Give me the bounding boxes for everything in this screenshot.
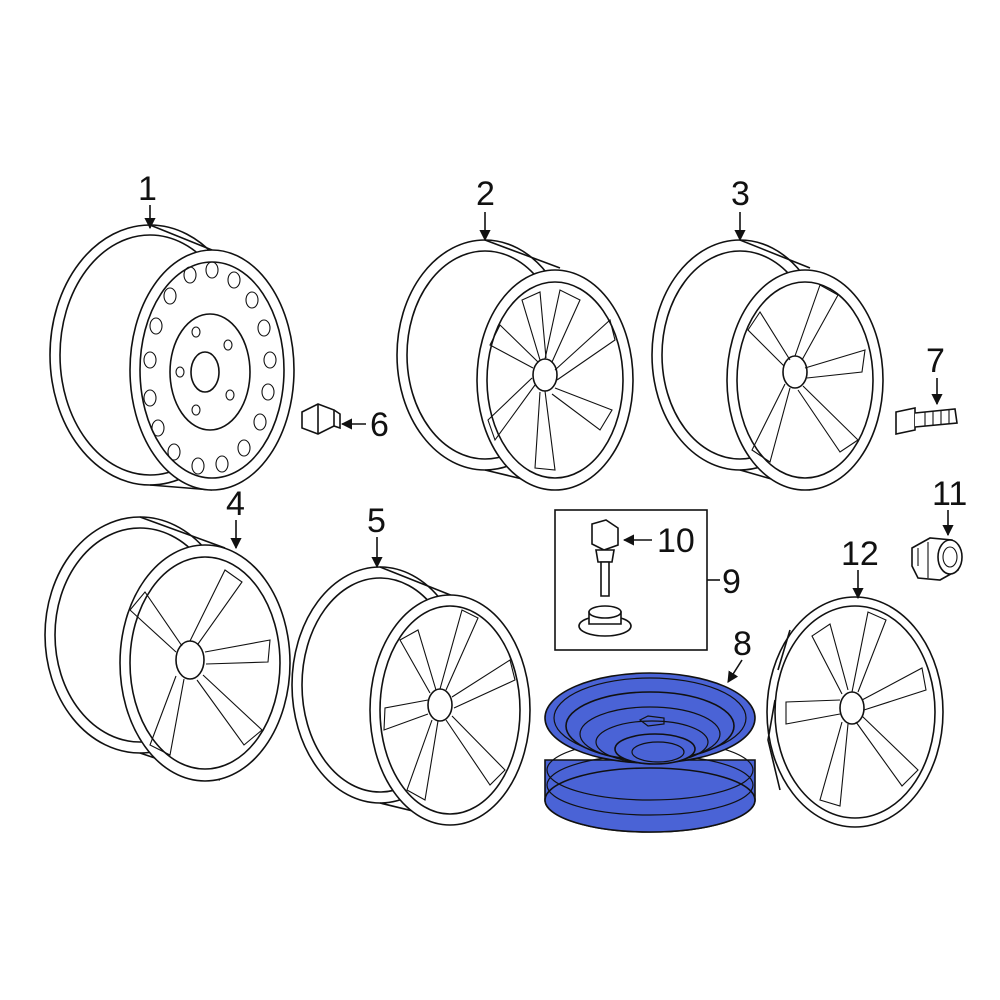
callout-11: 11 — [932, 475, 967, 513]
callout-1: 1 — [138, 170, 157, 208]
steel-wheel[interactable] — [49, 224, 295, 491]
callout-5: 5 — [367, 502, 386, 540]
callout-3: 3 — [731, 175, 750, 213]
alloy-wheel-5[interactable] — [291, 566, 531, 826]
center-cap[interactable] — [911, 537, 963, 581]
tpms-sensor-kit[interactable] — [554, 509, 708, 651]
callout-9: 9 — [722, 563, 741, 601]
spare-wheel[interactable] — [544, 672, 756, 833]
alloy-wheel-4[interactable] — [44, 516, 291, 782]
lug-nut[interactable] — [301, 403, 341, 435]
callout-12: 12 — [841, 535, 879, 573]
alloy-wheel-3[interactable] — [651, 239, 884, 491]
callout-8: 8 — [733, 625, 752, 663]
callout-6: 6 — [370, 406, 389, 444]
alloy-wheel-2[interactable] — [396, 239, 634, 491]
wheel-stud[interactable] — [895, 407, 958, 435]
callout-7: 7 — [926, 342, 945, 380]
callout-10: 10 — [657, 522, 695, 560]
callout-2: 2 — [476, 175, 495, 213]
callout-4: 4 — [226, 485, 245, 523]
wheel-cover[interactable] — [766, 596, 944, 828]
tpms-sensor[interactable] — [578, 519, 632, 637]
